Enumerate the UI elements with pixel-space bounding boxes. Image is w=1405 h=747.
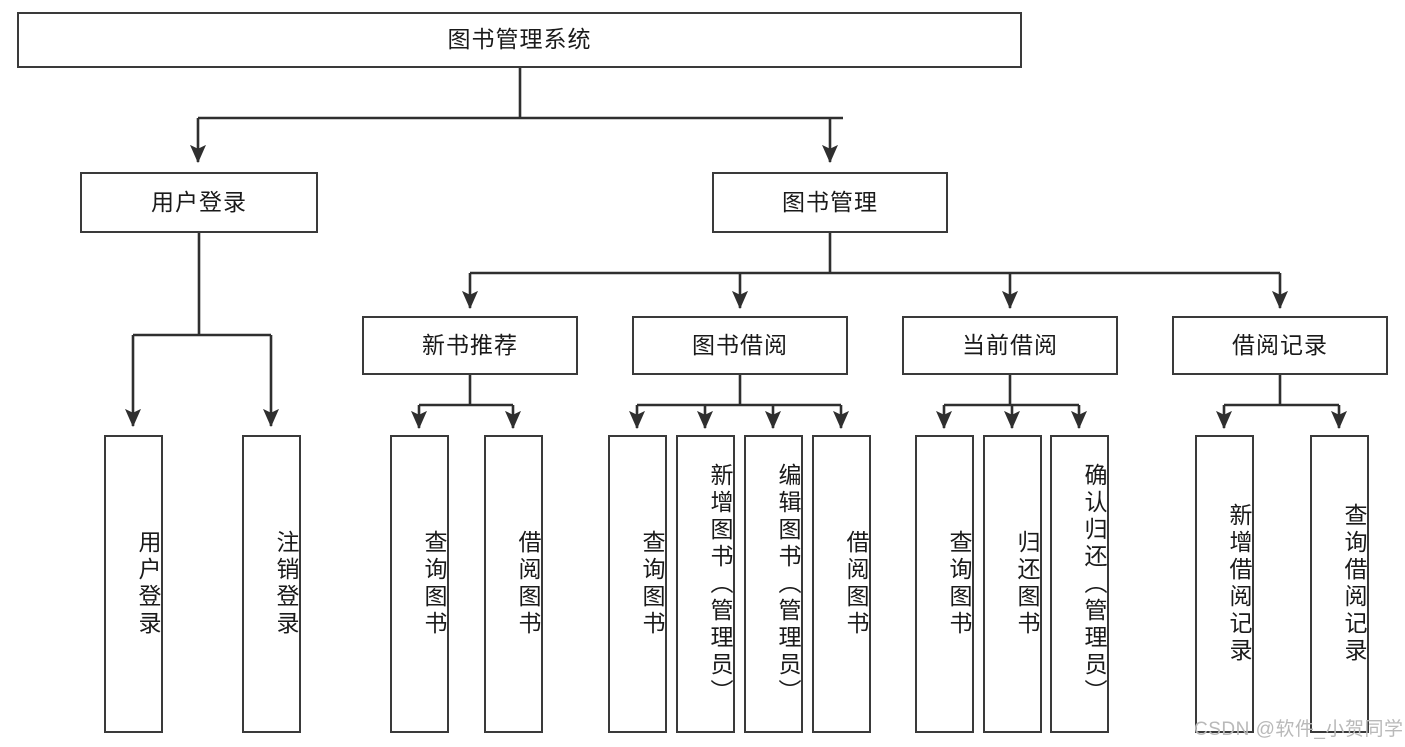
node-book-manage-label: 图书管理 xyxy=(782,188,878,215)
leaf-edit-book[interactable]: 编辑图书（管理员） xyxy=(744,435,803,733)
node-root[interactable]: 图书管理系统 xyxy=(17,12,1022,68)
leaf-query-book-2[interactable]: 查询图书 xyxy=(608,435,667,733)
leaf-confirm-return[interactable]: 确认归还（管理员） xyxy=(1050,435,1109,733)
node-user-login[interactable]: 用户登录 xyxy=(80,172,318,233)
leaf-borrow-book-1-label: 借阅图书 xyxy=(515,530,541,638)
leaf-borrow-book-2-label: 借阅图书 xyxy=(843,530,869,638)
leaf-confirm-return-label: 确认归还（管理员） xyxy=(1081,462,1107,706)
leaf-query-record[interactable]: 查询借阅记录 xyxy=(1310,435,1369,733)
node-current-borrow[interactable]: 当前借阅 xyxy=(902,316,1118,375)
node-book-borrow[interactable]: 图书借阅 xyxy=(632,316,848,375)
node-book-manage[interactable]: 图书管理 xyxy=(712,172,948,233)
leaf-query-book-1[interactable]: 查询图书 xyxy=(390,435,449,733)
node-borrow-record[interactable]: 借阅记录 xyxy=(1172,316,1388,375)
leaf-return-book-label: 归还图书 xyxy=(1014,530,1040,638)
leaf-user-logout[interactable]: 注销登录 xyxy=(242,435,301,733)
leaf-query-book-2-label: 查询图书 xyxy=(639,530,665,638)
leaf-borrow-book-1[interactable]: 借阅图书 xyxy=(484,435,543,733)
node-user-login-label: 用户登录 xyxy=(151,188,247,215)
leaf-edit-book-label: 编辑图书（管理员） xyxy=(775,462,801,706)
leaf-query-record-label: 查询借阅记录 xyxy=(1341,503,1367,665)
leaf-borrow-book-2[interactable]: 借阅图书 xyxy=(812,435,871,733)
leaf-user-login[interactable]: 用户登录 xyxy=(104,435,163,733)
node-borrow-record-label: 借阅记录 xyxy=(1232,331,1328,358)
leaf-add-record[interactable]: 新增借阅记录 xyxy=(1195,435,1254,733)
leaf-query-book-3[interactable]: 查询图书 xyxy=(915,435,974,733)
node-new-book-recommend[interactable]: 新书推荐 xyxy=(362,316,578,375)
leaf-query-book-3-label: 查询图书 xyxy=(946,530,972,638)
node-new-book-recommend-label: 新书推荐 xyxy=(422,331,518,358)
node-book-borrow-label: 图书借阅 xyxy=(692,331,788,358)
node-root-label: 图书管理系统 xyxy=(447,26,592,53)
leaf-add-record-label: 新增借阅记录 xyxy=(1226,503,1252,665)
node-current-borrow-label: 当前借阅 xyxy=(962,331,1058,358)
leaf-add-book[interactable]: 新增图书（管理员） xyxy=(676,435,735,733)
leaf-user-logout-label: 注销登录 xyxy=(273,530,299,638)
leaf-user-login-label: 用户登录 xyxy=(135,530,161,638)
watermark-text: CSDN @软件_小贺同学 xyxy=(1194,719,1404,740)
leaf-return-book[interactable]: 归还图书 xyxy=(983,435,1042,733)
leaf-add-book-label: 新增图书（管理员） xyxy=(707,462,733,706)
leaf-query-book-1-label: 查询图书 xyxy=(421,530,447,638)
